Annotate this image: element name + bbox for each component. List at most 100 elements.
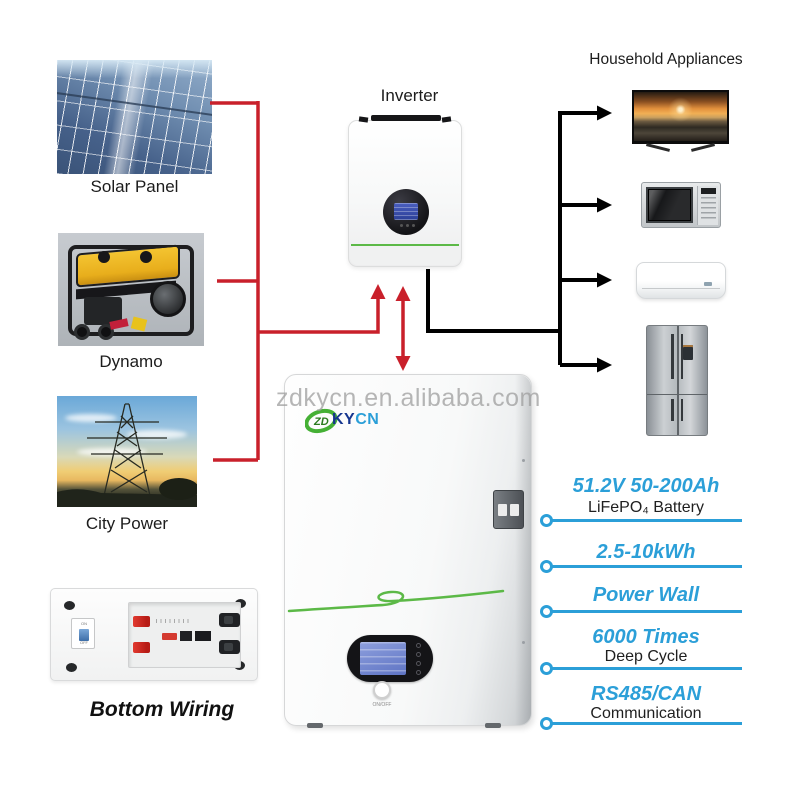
solar-panel-image — [57, 60, 212, 174]
city-power-label: City Power — [85, 514, 169, 533]
arrow-up — [395, 286, 411, 301]
microwave-control-panel — [697, 186, 718, 225]
generator-frame — [68, 245, 194, 336]
comm-port — [195, 631, 211, 641]
arrow-to-inverter — [370, 284, 386, 299]
generator-wheel — [74, 324, 90, 340]
spec-comm-label: Communication — [590, 705, 702, 722]
logo-cn: CN — [355, 411, 380, 428]
arrow-to-ac — [597, 272, 612, 288]
fridge-handle — [671, 399, 674, 421]
svg-text:ZD: ZD — [313, 416, 329, 428]
ac-vent-line — [642, 288, 720, 289]
connector-port — [498, 504, 507, 516]
inverter-lower-panel — [350, 243, 460, 265]
circuit-breaker: ON OFF — [71, 618, 95, 649]
zdkycn-logo: ZD KYCN — [305, 405, 415, 437]
screw — [522, 641, 525, 644]
fridge-drawer-split — [647, 393, 707, 396]
fridge-handle — [680, 333, 684, 380]
bottom-wiring-label: Bottom Wiring — [89, 698, 235, 721]
ac-display — [704, 282, 712, 286]
inverter-bracket-hook — [441, 116, 452, 123]
spec-divider — [540, 605, 742, 618]
cloud — [77, 448, 147, 456]
inverter-display — [383, 189, 429, 235]
spec-comm-value: RS485/CAN — [590, 683, 702, 705]
fridge-display — [683, 344, 693, 360]
spec-bullet — [540, 605, 553, 618]
powerwall-battery-image: ZD KYCN ON/OFF — [284, 374, 532, 728]
breaker-off-label: OFF — [80, 640, 88, 646]
comm-port — [180, 631, 192, 641]
tv-screen-picture — [634, 92, 727, 141]
spec-bullet — [540, 560, 553, 573]
arrow-to-tv — [597, 105, 612, 121]
battery-foot — [485, 723, 501, 728]
tv-leg — [645, 143, 671, 152]
inverter-bracket-hook — [358, 116, 369, 123]
inverter-label: Inverter — [380, 86, 439, 105]
screw — [522, 459, 525, 462]
black-terminal — [219, 613, 240, 627]
panel-button — [416, 643, 421, 648]
generator-cap — [140, 251, 152, 263]
spec-bullet — [540, 514, 553, 527]
arrow-to-microwave — [597, 197, 612, 213]
terminal-markings — [156, 619, 192, 623]
arrow-to-fridge — [597, 357, 612, 373]
battery-lcd-screen — [360, 642, 406, 675]
connector-port — [510, 504, 519, 516]
fridge-door-split — [677, 326, 679, 435]
dynamo-label: Dynamo — [99, 352, 163, 371]
cloud — [127, 430, 187, 439]
ground-silhouette — [57, 489, 197, 507]
air-conditioner-image — [636, 262, 726, 299]
wiring-recess-panel — [128, 602, 241, 668]
city-power-image — [57, 396, 197, 507]
unit-foot — [64, 601, 75, 610]
inverter-green-stripe — [351, 244, 459, 246]
spec-cycles-label: Deep Cycle — [604, 648, 688, 665]
microwave-image — [641, 182, 721, 228]
tv-image — [632, 90, 729, 158]
battery-control-panel — [347, 635, 433, 682]
breaker-on-label: ON — [81, 621, 87, 627]
power-button-label: ON/OFF — [372, 702, 392, 708]
inverter-buttons — [400, 224, 403, 227]
battery-foot — [307, 723, 323, 728]
spec-type-value: Power Wall — [592, 584, 700, 606]
black-terminal — [219, 640, 240, 654]
arrow-down-to-battery — [395, 356, 411, 371]
spec-cycles-value: 6000 Times — [592, 626, 700, 648]
spec-capacity-value: 51.2V 50-200Ah — [572, 475, 720, 497]
spec-bullet — [540, 662, 553, 675]
red-terminal — [133, 616, 150, 627]
tree-silhouette — [159, 478, 197, 500]
logo-text: KYCN — [332, 411, 379, 429]
inverter-lcd-screen — [394, 203, 418, 220]
microwave-keypad — [701, 197, 716, 222]
solar-panel-crease — [57, 90, 212, 120]
bottom-wiring-image: ON OFF — [50, 588, 258, 681]
logo-ky: KY — [332, 411, 356, 428]
spec-divider — [540, 662, 742, 675]
spec-energy-value: 2.5-10kWh — [596, 541, 696, 563]
tv-leg — [690, 143, 716, 152]
spec-capacity-label: LiFePO₄ Battery — [588, 499, 704, 516]
spec-bullet — [540, 717, 553, 730]
tv-frame — [632, 90, 729, 144]
fridge-handle — [680, 399, 684, 421]
spec-divider — [540, 560, 742, 573]
microwave-display — [701, 188, 716, 194]
battery-side-shade — [515, 375, 531, 725]
power-button — [373, 681, 391, 699]
spec-divider — [540, 717, 742, 730]
panel-button — [416, 652, 421, 657]
spec-divider — [540, 514, 742, 527]
unit-foot — [66, 663, 77, 672]
transmission-tower-graphic — [57, 403, 197, 507]
panel-button — [416, 661, 421, 666]
logo-swoosh: ZD — [305, 408, 338, 434]
